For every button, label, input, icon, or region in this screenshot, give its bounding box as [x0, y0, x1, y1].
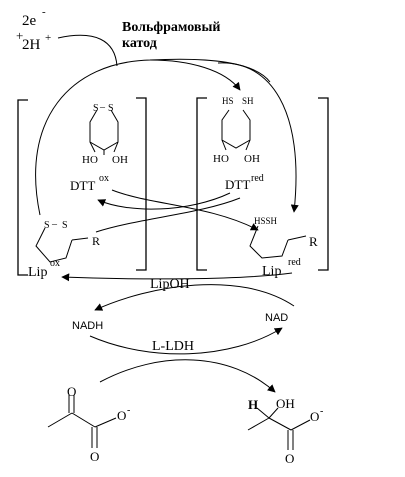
arrow-nad-to-nadh [94, 284, 295, 311]
arrow-lipoh [61, 272, 293, 282]
electrons-charge: - [42, 6, 46, 18]
electron-feed-line [57, 34, 118, 67]
lip-ox-bond: – [51, 219, 58, 230]
lip-ox-name: Lip [28, 265, 47, 280]
bracket-left-inner [136, 97, 147, 271]
cathode-label-line2: катод [122, 36, 157, 51]
lactate-o-bottom: O [285, 451, 294, 466]
protons-prefix: + [16, 28, 23, 43]
lip-ox-structure: S – S R Lip ox [28, 219, 100, 280]
lip-ox-sup: ox [50, 258, 60, 269]
dtt-red-structure: HS SH HO OH DTT red [213, 96, 264, 192]
arrow-dtt-red-to-dtt-ox [97, 192, 231, 210]
dtt-red-sh2: SH [242, 96, 254, 106]
dtt-red-sup: red [251, 173, 264, 184]
dtt-ox-oh1: HO [82, 154, 98, 166]
lip-ox-r: R [92, 234, 100, 248]
arrow-lip-ox-to-dtt-red [95, 197, 241, 233]
protons-charge: + [45, 32, 51, 44]
electrons-text: 2e [22, 13, 37, 29]
dtt-red-oh1: HO [213, 153, 229, 165]
lactate-structure: H OH O - O [247, 396, 323, 466]
pyruvate-structure: O O - O [47, 384, 130, 464]
arrow-pyruvate-to-lactate [99, 359, 276, 393]
dtt-ox-name: DTT [70, 178, 95, 193]
lip-red-sh: HSSH [254, 216, 278, 226]
cathode-label-line1: Вольфрамовый [122, 20, 220, 35]
dtt-ox-s2: S [108, 103, 114, 114]
lip-red-ring [249, 225, 289, 259]
dtt-red-name: DTT [225, 177, 250, 192]
pyruvate-o-top: O [67, 384, 76, 399]
nad-label: NAD [265, 312, 288, 324]
enzyme-label: L-LDH [152, 339, 194, 354]
dtt-red-ring [221, 109, 251, 149]
lipoh-label: LipOH [150, 277, 190, 292]
lip-ox-s2: S [62, 220, 68, 231]
arrow-to-dtt-red [149, 59, 241, 91]
arrow-dtt-ox-to-lip-red [111, 189, 259, 231]
lactate-o-minus: O [310, 409, 319, 424]
lip-red-structure: HSSH R Lip red [249, 216, 318, 279]
dtt-ox-ring [89, 109, 119, 151]
pyruvate-o-minus: O [117, 408, 126, 423]
pyruvate-charge: - [127, 405, 130, 416]
lip-red-sup: red [288, 257, 301, 268]
nadh-label: NADH [72, 320, 103, 332]
lip-red-r: R [309, 234, 318, 249]
dtt-ox-structure: S – S HO OH DTT ox [70, 102, 128, 193]
lactate-h: H [248, 397, 258, 412]
lactate-charge: - [320, 406, 323, 417]
bracket-right-outer [318, 97, 329, 271]
dtt-red-oh2: OH [244, 153, 260, 165]
dtt-ox-s1: S [93, 103, 99, 114]
dtt-ox-oh2: OH [112, 154, 128, 166]
electron-proton-label: 2e - + 2H + [16, 6, 51, 53]
bracket-right-inner [196, 97, 207, 271]
lactate-oh: OH [276, 396, 295, 411]
lip-red-name: Lip [262, 264, 281, 279]
lip-ox-ring [35, 227, 73, 263]
dtt-ox-bond: – [99, 102, 106, 113]
lip-ox-s1: S [44, 220, 50, 231]
pyruvate-o-bottom: O [90, 449, 99, 464]
protons-text: 2H [22, 37, 41, 53]
arrow-to-lip-red [217, 62, 299, 213]
dtt-red-sh1: HS [222, 96, 234, 106]
bracket-left-outer [17, 99, 28, 276]
arrow-nadh-to-nad [89, 327, 283, 355]
dtt-ox-sup: ox [99, 173, 109, 184]
